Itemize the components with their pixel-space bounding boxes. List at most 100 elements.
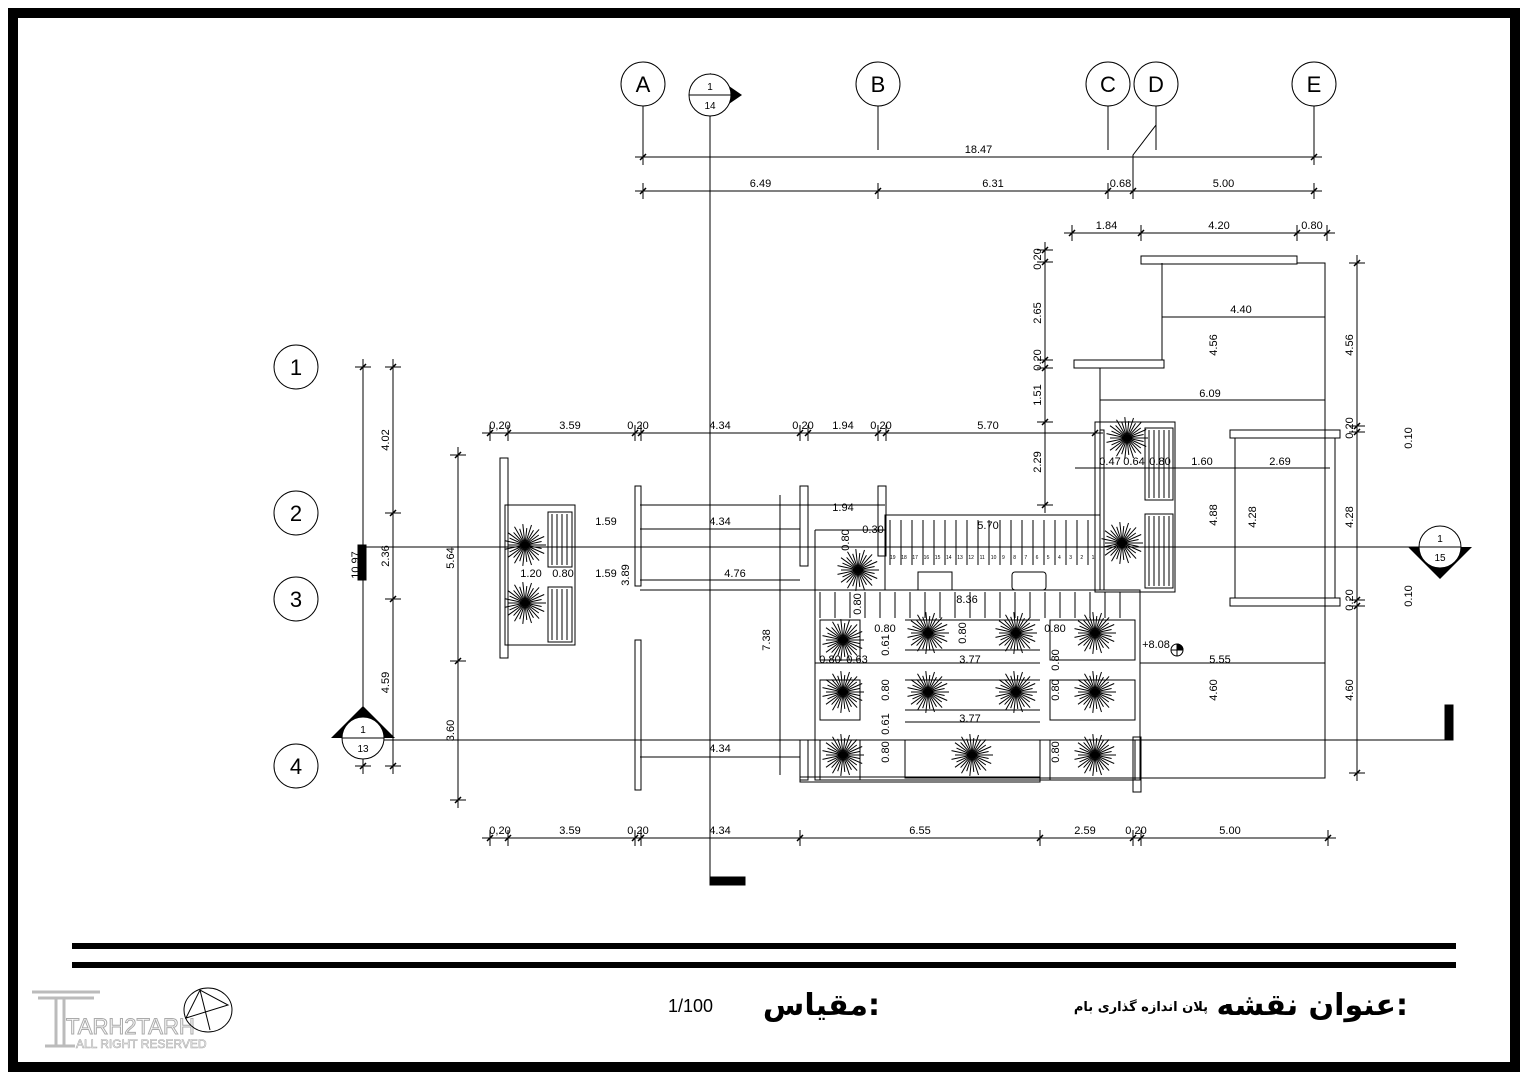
wall-outline xyxy=(1144,513,1174,589)
plant-leaf xyxy=(927,675,931,693)
plant-leaf xyxy=(907,628,929,634)
dimension-tick xyxy=(1353,602,1361,610)
plant-leaf xyxy=(822,750,844,756)
plant-leaf xyxy=(1000,691,1017,700)
plant-leaf xyxy=(842,691,852,707)
plant-leaf xyxy=(1015,691,1031,708)
plant-leaf xyxy=(842,562,859,571)
plant-icon xyxy=(822,671,864,713)
plant-leaf xyxy=(917,691,929,711)
plant-leaf xyxy=(1121,542,1139,547)
plant-leaf xyxy=(1094,617,1110,634)
stair-number: 5 xyxy=(1047,555,1050,561)
dimension-text: 0,20 xyxy=(1125,825,1146,837)
plant-leaf xyxy=(522,602,526,624)
plant-leaf xyxy=(1079,754,1096,763)
plant-leaf xyxy=(840,734,844,756)
plant-leaf xyxy=(822,691,844,697)
plant-leaf xyxy=(927,632,935,654)
plant-leaf xyxy=(857,553,861,571)
dimension-tick xyxy=(389,363,397,371)
plant-leaf xyxy=(1094,632,1098,650)
stair-number: 13 xyxy=(957,555,963,561)
dimension-tick xyxy=(1310,187,1318,195)
plant-leaf xyxy=(1126,421,1130,439)
dimension-text: 4.20 xyxy=(1208,220,1229,232)
plant-leaf xyxy=(825,754,844,768)
dimension-text: 4.34 xyxy=(709,420,730,432)
plant-leaf xyxy=(1094,616,1098,634)
plant-leaf xyxy=(842,754,863,764)
plant-leaf xyxy=(1010,691,1017,709)
plant-leaf xyxy=(1094,754,1104,770)
plant-leaf xyxy=(1126,434,1144,439)
plant-leaf xyxy=(1015,632,1023,654)
plant-leaf xyxy=(1074,754,1096,760)
plant-leaf xyxy=(524,602,540,614)
plant-leaf xyxy=(832,754,844,774)
plant-leaf xyxy=(927,681,943,693)
dimension-tick xyxy=(1041,418,1049,426)
plant-leaf xyxy=(857,569,865,591)
plant-leaf xyxy=(1077,620,1096,634)
plant-leaf xyxy=(1089,632,1096,650)
plant-leaf xyxy=(1106,433,1128,439)
dimension-text: 1.20 xyxy=(520,568,541,580)
plant-leaf xyxy=(514,602,526,622)
plant-leaf xyxy=(1094,624,1115,634)
plant-leaf xyxy=(847,569,859,589)
plant-leaf xyxy=(927,691,931,709)
plant-leaf xyxy=(960,742,973,756)
dimension-tick xyxy=(631,834,639,842)
plant-leaf xyxy=(995,628,1017,634)
plant-leaf xyxy=(927,683,948,693)
stair-number: 8 xyxy=(1013,555,1016,561)
plant-leaf xyxy=(857,566,875,571)
plant-leaf xyxy=(837,569,859,575)
plant-leaf xyxy=(1013,671,1017,693)
plant-leaf xyxy=(1121,532,1137,544)
dimension-text: 6.49 xyxy=(750,178,771,190)
plant-leaf xyxy=(1094,691,1115,701)
plant-leaf xyxy=(971,754,987,766)
plant-leaf xyxy=(842,691,846,709)
plant-leaf xyxy=(1121,526,1125,544)
plant-leaf xyxy=(509,595,526,604)
plant-leaf xyxy=(842,754,860,759)
plant-leaf xyxy=(831,754,844,768)
plant-leaf xyxy=(1126,423,1136,439)
plant-leaf xyxy=(1101,542,1123,548)
plant-leaf xyxy=(857,569,875,574)
wall-outline xyxy=(1144,427,1174,501)
plant-leaf xyxy=(837,754,844,772)
plant-leaf xyxy=(524,541,542,546)
plant-leaf xyxy=(1089,754,1096,772)
dimension-text: 1.94 xyxy=(832,420,853,432)
section-bar xyxy=(357,544,367,581)
plant-leaf xyxy=(1094,629,1112,634)
plant-leaf xyxy=(831,691,844,705)
plant-icon xyxy=(907,671,949,713)
plant-leaf xyxy=(831,742,844,756)
planters xyxy=(504,417,1148,776)
grid-label-C: C xyxy=(1100,72,1116,97)
logo-emblem-icon xyxy=(183,987,233,1033)
dimension-tick xyxy=(1041,364,1049,372)
dimension-tick xyxy=(631,429,639,437)
plant-leaf xyxy=(1094,739,1110,756)
dimension-text: 0.80 xyxy=(1050,649,1062,670)
plant-leaf xyxy=(954,742,973,756)
plant-leaf xyxy=(910,632,929,646)
plant-leaf xyxy=(519,586,526,604)
plant-leaf xyxy=(1084,736,1096,756)
dimension-text: 1.94 xyxy=(832,502,853,514)
dimension-text: 1.59 xyxy=(595,568,616,580)
plant-leaf xyxy=(822,687,844,693)
dimension-text: 4.60 xyxy=(1344,679,1356,700)
plant-leaf xyxy=(827,747,844,756)
plant-leaf xyxy=(910,679,929,693)
dimension-text: 0.61 xyxy=(880,634,892,655)
plant-leaf xyxy=(1094,612,1102,634)
plant-leaf xyxy=(837,738,844,756)
